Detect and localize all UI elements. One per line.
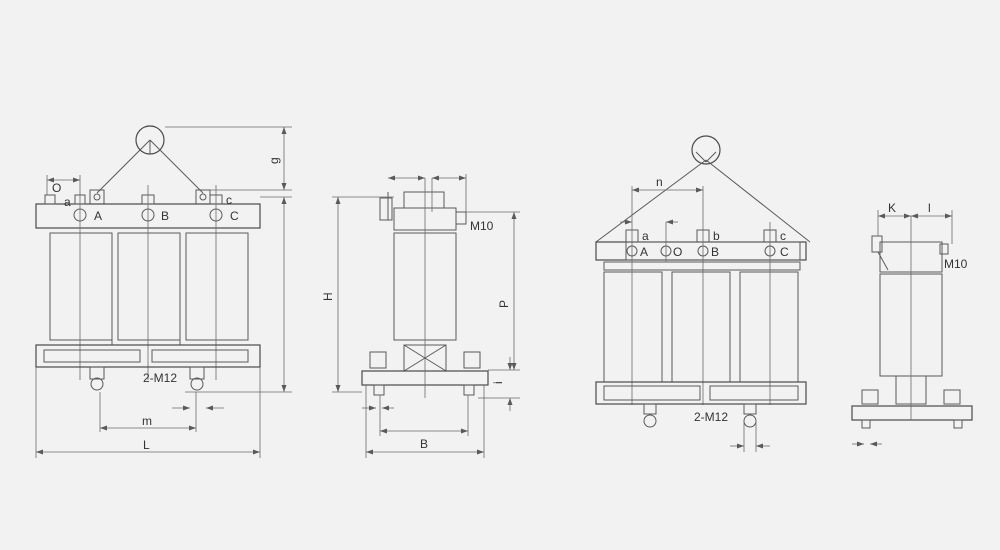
terminal-label-b-small-right: b — [713, 229, 720, 243]
terminal-label-b-right: B — [711, 245, 719, 259]
lifting-ring-icon-right — [691, 135, 721, 165]
dim-l-label: L — [143, 438, 150, 452]
dim-m-label: m — [142, 414, 152, 428]
dim-p-label: P — [497, 300, 511, 308]
dim-o-label: O — [52, 181, 61, 195]
dim-g-label: g — [267, 157, 281, 164]
bolt-note-label: 2-M12 — [143, 371, 177, 385]
coil-c — [185, 232, 249, 341]
dim-k-label: K — [888, 201, 896, 215]
dim-n-label: n — [656, 175, 663, 189]
dim-b-label: B — [420, 437, 428, 451]
terminal-label-a: A — [94, 209, 102, 223]
bolt-note-m10-right: M10 — [944, 257, 968, 271]
terminal-label-a-right: A — [640, 245, 648, 259]
terminal-label-c: C — [230, 209, 239, 223]
bolt-note-label-right: 2-M12 — [694, 410, 728, 424]
base-frame — [35, 344, 261, 368]
bolt-note-m10-side: M10 — [470, 219, 494, 233]
view1-front — [35, 125, 292, 458]
dim-l-small-label: l — [928, 201, 931, 215]
terminal-label-c-right: C — [780, 245, 789, 259]
coil-a — [49, 232, 113, 341]
terminal-label-o-right: O — [673, 245, 682, 259]
terminal-label-c-small-right: c — [780, 229, 786, 243]
bolt-icon — [90, 377, 104, 391]
view3-front — [595, 135, 811, 452]
terminal-label-c-small: c — [226, 193, 232, 207]
terminal-label-b: B — [161, 209, 169, 223]
view4-side — [851, 210, 973, 447]
coil-b — [117, 232, 181, 341]
terminal-label-a-small-right: a — [642, 229, 649, 243]
dim-h-label: H — [321, 292, 335, 301]
dim-i-label: i — [491, 381, 505, 384]
view2-side — [332, 174, 520, 458]
terminal-label-a-small: a — [64, 195, 71, 209]
